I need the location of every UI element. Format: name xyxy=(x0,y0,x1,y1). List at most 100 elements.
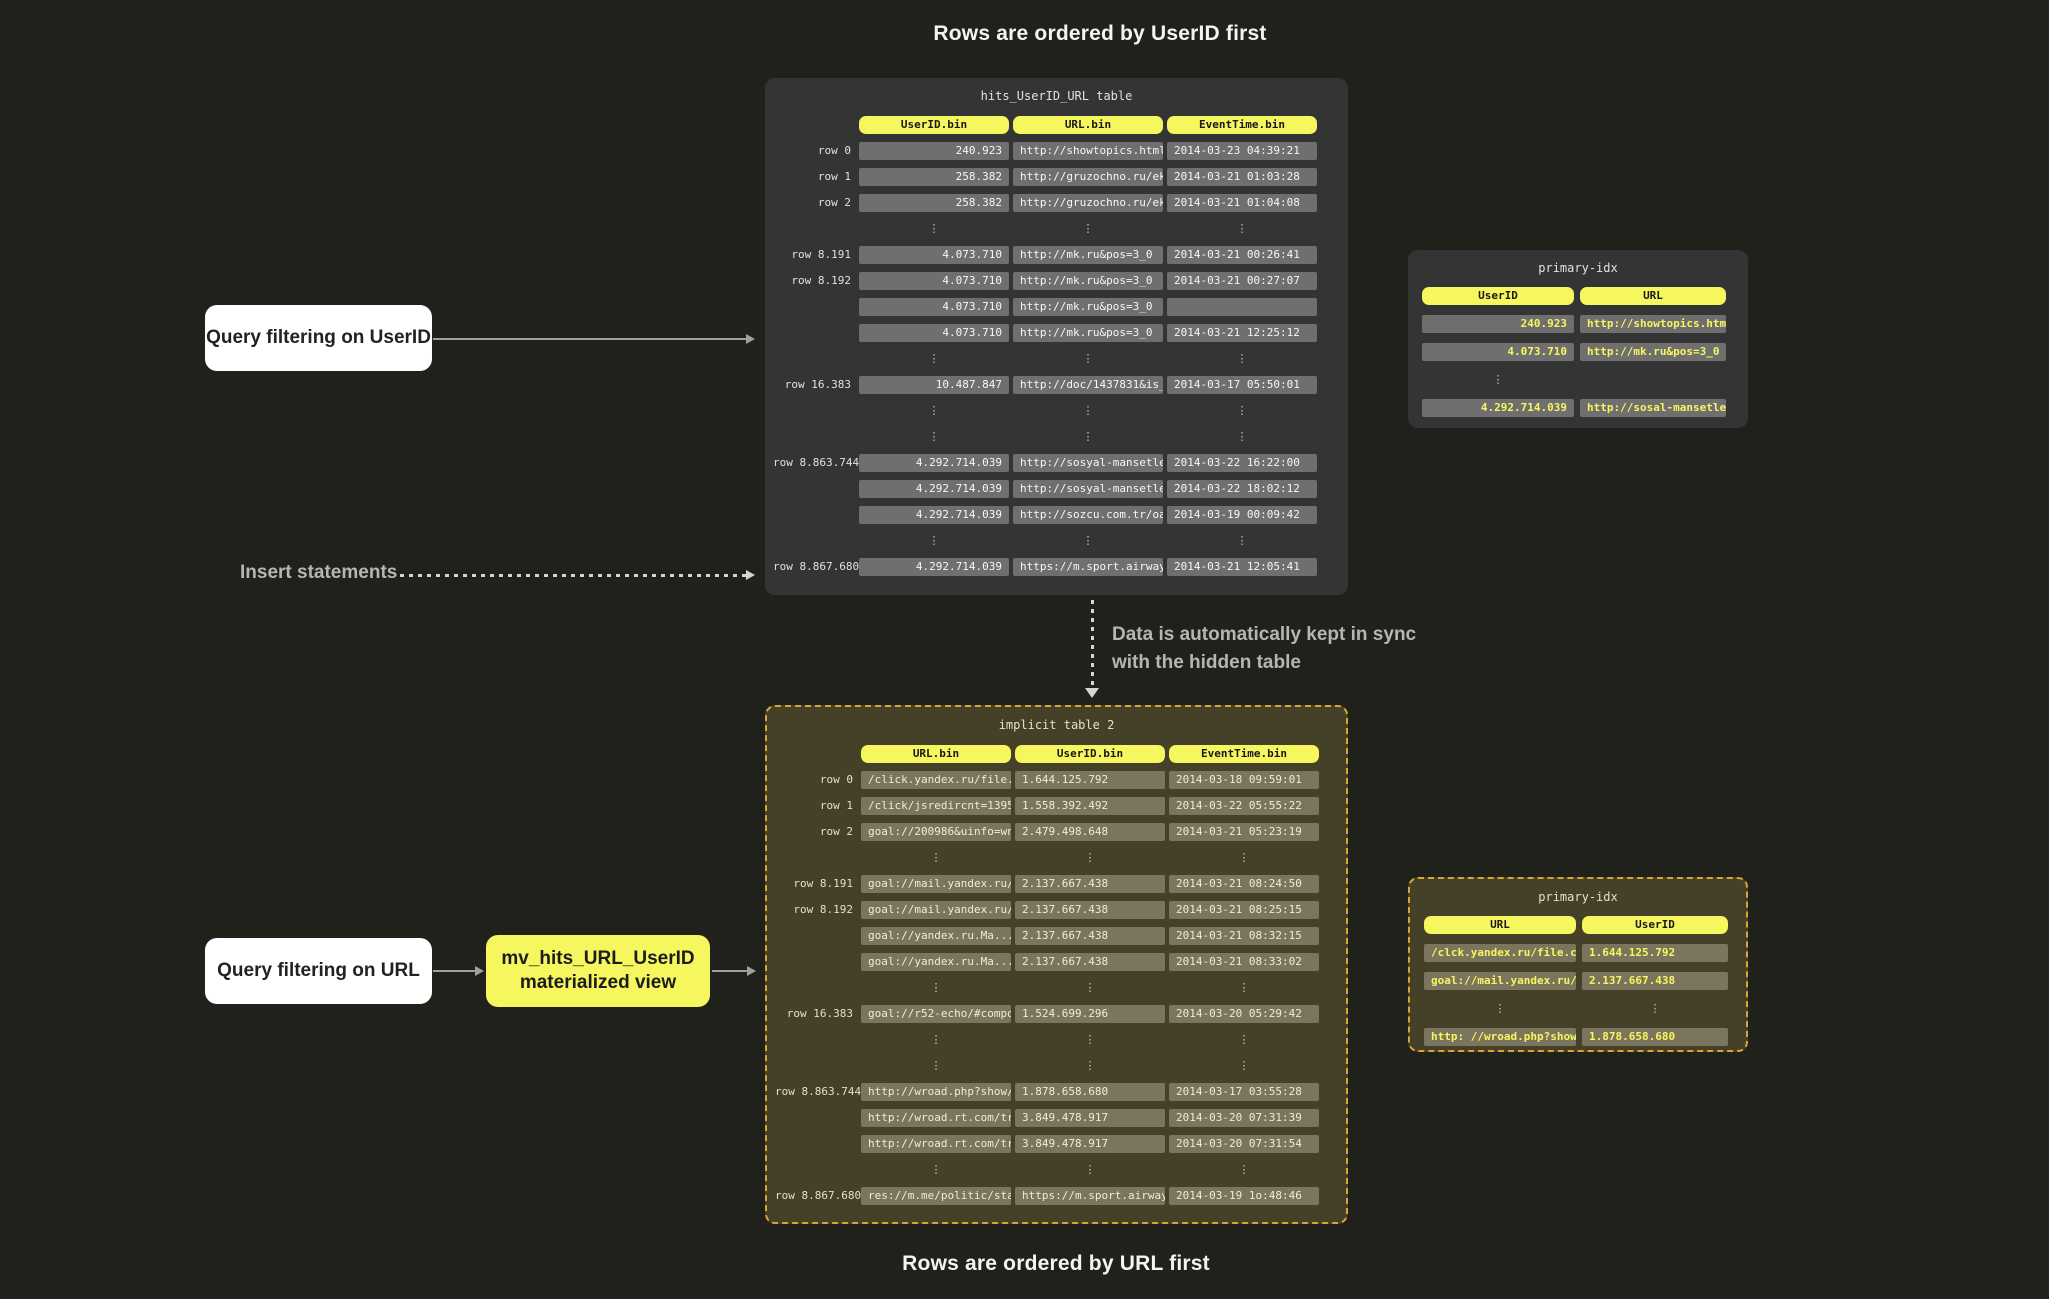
ellipsis-dots: ⋮ xyxy=(1082,430,1094,443)
table-cell: 1.878.658.680 xyxy=(1582,1028,1728,1046)
row-label xyxy=(775,1161,857,1179)
insert-statements-label: Insert statements xyxy=(240,562,398,583)
ellipsis-dots: ⋮ xyxy=(928,352,940,365)
ellipsis-dots: ⋮ xyxy=(1082,352,1094,365)
insert-arrowhead-icon xyxy=(746,570,755,580)
sync-arrow-line xyxy=(1091,600,1094,688)
row-label-spacer xyxy=(773,116,855,134)
ellipsis-dots: ⋮ xyxy=(1084,1059,1096,1072)
table-cell: 4.292.714.039 xyxy=(859,558,1009,576)
table-cell: goal://mail.yandex.ru/Ma... xyxy=(1424,972,1576,990)
row-label xyxy=(775,1057,857,1075)
table-cell: 4.073.710 xyxy=(859,298,1009,316)
table-cell: http://wroad.php?show/7... xyxy=(861,1083,1011,1101)
table-cell: http://showtopics.html%3... xyxy=(1013,142,1163,160)
query-url-label: Query filtering on URL xyxy=(217,960,420,982)
ellipsis-dots: ⋮ xyxy=(1238,981,1250,994)
table-cell: 2014-03-19 00:09:42 xyxy=(1167,506,1317,524)
table-cell: 4.292.714.039 xyxy=(859,480,1009,498)
ellipsis-dots: ⋮ xyxy=(1494,1002,1506,1015)
row-label xyxy=(775,953,857,971)
table-cell: goal://mail.yandex.ru/Ma... xyxy=(861,875,1011,893)
column-header: UserID xyxy=(1422,287,1574,305)
row-label xyxy=(775,1135,857,1153)
ellipsis-dots: ⋮ xyxy=(928,430,940,443)
row-label-spacer xyxy=(775,745,857,763)
ellipsis-dots: ⋮ xyxy=(1649,1002,1661,1015)
row-label: row 8.867.680 xyxy=(773,560,860,573)
table-cell: 258.382 xyxy=(859,168,1009,186)
table-cell: 4.073.710 xyxy=(859,246,1009,264)
table-cell: goal://yandex.ru.Ma... xyxy=(861,927,1011,945)
table-cell: 2.137.667.438 xyxy=(1015,901,1165,919)
ellipsis-dots: ⋮ xyxy=(1084,1033,1096,1046)
sync-note: Data is automatically kept in sync with … xyxy=(1112,621,1416,676)
table-cell: 2.137.667.438 xyxy=(1015,953,1165,971)
table-cell: http://sozcu.com.tr/oaut xyxy=(1013,506,1163,524)
table-cell: 2014-03-18 09:59:01 xyxy=(1169,771,1319,789)
row-label: row 1 xyxy=(819,799,853,812)
row-label xyxy=(775,1031,857,1049)
column-header: URL.bin xyxy=(1013,116,1163,134)
table-cell: 240.923 xyxy=(859,142,1009,160)
row-label xyxy=(773,298,855,316)
query-userid-label: Query filtering on UserID xyxy=(206,327,431,349)
table-cell: http://wroad.rt.com/tr/... xyxy=(861,1109,1011,1127)
mv-box-line2: materialized view xyxy=(519,972,677,993)
ellipsis-dots: ⋮ xyxy=(928,404,940,417)
mv-box: mv_hits_URL_UserID materialized view xyxy=(486,935,710,1007)
query-userid-arrow-line xyxy=(433,338,746,340)
row-label xyxy=(773,350,855,368)
column-header: UserID.bin xyxy=(859,116,1009,134)
ellipsis-dots: ⋮ xyxy=(930,1033,942,1046)
table-cell: http://wroad.rt.com/tr/... xyxy=(861,1135,1011,1153)
table-cell: 2014-03-21 08:25:15 xyxy=(1169,901,1319,919)
table-cell: 2014-03-21 08:32:15 xyxy=(1169,927,1319,945)
column-header: UserID xyxy=(1582,916,1728,934)
row-label xyxy=(773,324,855,342)
row-label xyxy=(775,1109,857,1127)
table-cell: http://gruzochno.ru/ekat... xyxy=(1013,168,1163,186)
table-cell: 2014-03-21 00:26:41 xyxy=(1167,246,1317,264)
table-cell: 2014-03-21 05:23:19 xyxy=(1169,823,1319,841)
row-label: row 16.383 xyxy=(786,1007,853,1020)
row-label: row 8.192 xyxy=(793,903,853,916)
row-label xyxy=(773,428,855,446)
ellipsis-dots: ⋮ xyxy=(1082,534,1094,547)
ellipsis-dots: ⋮ xyxy=(1082,222,1094,235)
ellipsis-dots: ⋮ xyxy=(1236,404,1248,417)
ellipsis-dots: ⋮ xyxy=(1238,1033,1250,1046)
table-cell: https://m.sport.airway/? xyxy=(1013,558,1163,576)
row-label: row 8.192 xyxy=(791,274,851,287)
row-label: row 8.191 xyxy=(791,248,851,261)
ellipsis-dots: ⋮ xyxy=(928,222,940,235)
row-label: row 1 xyxy=(817,170,851,183)
primary-idx-bottom-title: primary-idx xyxy=(1538,890,1618,904)
table-cell: https://m.sport.airway/? xyxy=(1015,1187,1165,1205)
column-header: URL.bin xyxy=(861,745,1011,763)
query-url-arrowhead-icon xyxy=(475,966,484,976)
table-cell: 1.878.658.680 xyxy=(1015,1083,1165,1101)
table-cell: 2014-03-22 05:55:22 xyxy=(1169,797,1319,815)
row-label: row 8.867.680 xyxy=(775,1189,862,1202)
table-cell: res://m.me/politic/stati... xyxy=(861,1187,1011,1205)
table-cell: 4.292.714.039 xyxy=(859,506,1009,524)
primary-idx-top-title: primary-idx xyxy=(1538,261,1618,275)
ellipsis-dots: ⋮ xyxy=(1084,851,1096,864)
column-header: URL xyxy=(1580,287,1726,305)
table-cell: http://mk.ru&pos=3_0 xyxy=(1013,298,1163,316)
ellipsis-dots: ⋮ xyxy=(928,534,940,547)
primary-idx-top-grid: UserIDURL240.923http://showtopics.html%3… xyxy=(1422,287,1748,417)
table-cell: 2014-03-21 01:04:08 xyxy=(1167,194,1317,212)
table-cell: 2014-03-20 07:31:39 xyxy=(1169,1109,1319,1127)
table-cell: goal://r52-echo/#compose... xyxy=(861,1005,1011,1023)
table-cell: 2014-03-21 00:27:07 xyxy=(1167,272,1317,290)
table-cell: 2014-03-20 05:29:42 xyxy=(1169,1005,1319,1023)
table-cell: goal://200986&uinfo=wn-1... xyxy=(861,823,1011,841)
ellipsis-dots: ⋮ xyxy=(1236,222,1248,235)
table-cell: http://doc/1437831&is_mo... xyxy=(1013,376,1163,394)
